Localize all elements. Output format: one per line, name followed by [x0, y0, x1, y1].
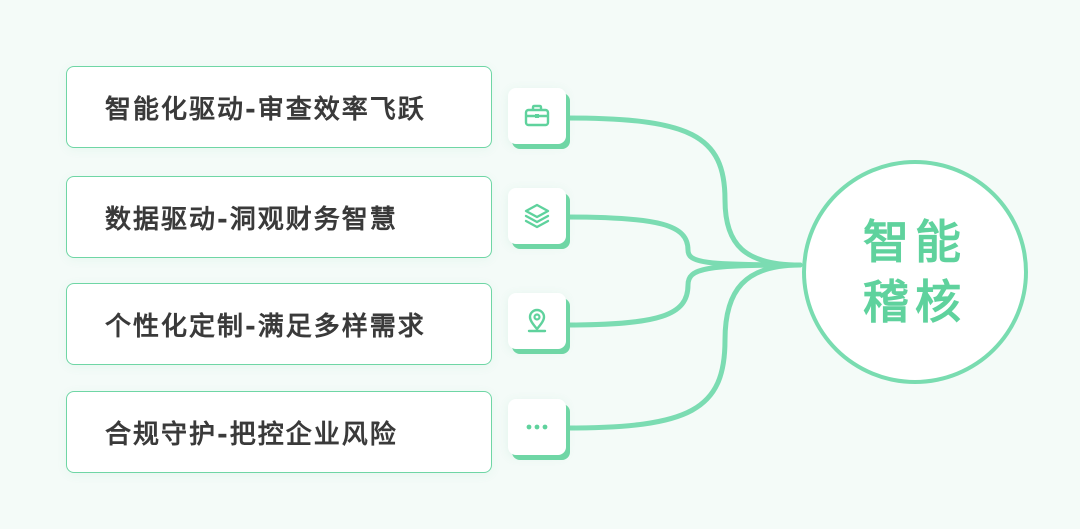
item-label-2: 数据驱动-洞观财务智慧: [105, 204, 398, 235]
hub-label: 智能稽核: [863, 215, 967, 329]
item-card-4[interactable]: 合规守护-把控企业风险: [66, 391, 492, 473]
item-icon-box-3[interactable]: [508, 293, 566, 349]
item-label-3: 个性化定制-满足多样需求: [105, 311, 426, 342]
briefcase-icon: [524, 104, 550, 127]
item-icon-box-4[interactable]: [508, 399, 566, 455]
item-icon-box-1[interactable]: [508, 88, 566, 144]
item-icon-box-2[interactable]: [508, 188, 566, 244]
location-pin-icon: [527, 308, 547, 333]
item-card-3[interactable]: 个性化定制-满足多样需求: [66, 283, 492, 365]
item-card-2[interactable]: 数据驱动-洞观财务智慧: [66, 176, 492, 258]
connector-2: [563, 214, 803, 268]
connector-3: [563, 262, 803, 328]
item-label-4: 合规守护-把控企业风险: [105, 419, 398, 450]
connector-4: [563, 262, 803, 431]
item-card-1[interactable]: 智能化驱动-审查效率飞跃: [66, 66, 492, 148]
hub-circle: 智能稽核: [802, 160, 1028, 384]
layers-icon: [524, 203, 550, 229]
connector-1: [563, 115, 803, 268]
more-dots-icon: [526, 424, 548, 430]
item-label-1: 智能化驱动-审查效率飞跃: [105, 94, 426, 125]
